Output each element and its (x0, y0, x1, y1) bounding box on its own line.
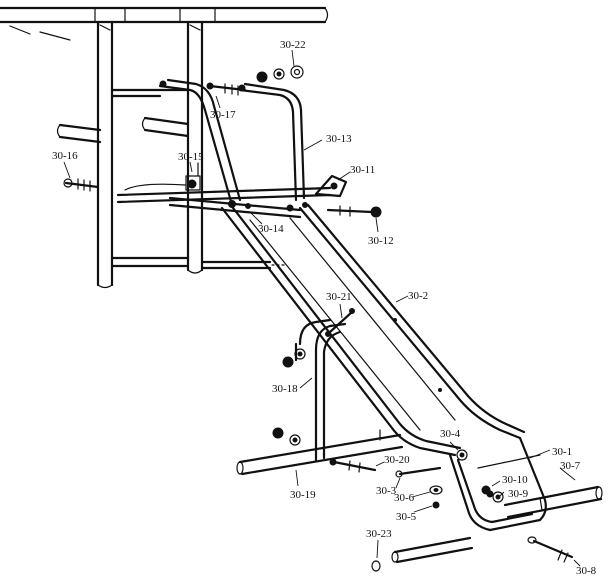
bolt-30-12 (326, 205, 382, 218)
nuts-30-19 (272, 427, 301, 446)
label-30-22: 30-22 (280, 39, 306, 51)
label-30-6: 30-6 (394, 492, 415, 504)
label-30-19: 30-19 (290, 489, 316, 501)
part-labels: 30-22 30-17 30-13 30-16 30-15 30-11 30-1… (52, 39, 597, 577)
label-30-17: 30-17 (210, 109, 236, 121)
nut-30-4 (456, 449, 468, 461)
label-30-4: 30-4 (440, 428, 461, 440)
label-30-23: 30-23 (366, 528, 392, 540)
label-30-14: 30-14 (258, 223, 284, 235)
leader-lines (63, 49, 581, 567)
lower-pipe-30-23 (371, 536, 474, 572)
label-30-15: 30-15 (178, 151, 204, 163)
bolt-30-21 (325, 308, 355, 337)
label-30-13: 30-13 (326, 133, 352, 145)
handle-bars-30-13 (158, 78, 306, 207)
bolt-30-3 (395, 466, 442, 478)
label-30-9: 30-9 (508, 488, 529, 500)
nuts-30-22 (256, 65, 304, 83)
nuts-30-18 (282, 348, 306, 368)
pipe-30-7 (503, 485, 603, 519)
label-30-7: 30-7 (560, 460, 581, 472)
label-30-11: 30-11 (350, 164, 375, 176)
bracket-30-11 (314, 174, 348, 198)
label-30-20: 30-20 (384, 454, 410, 466)
label-30-5: 30-5 (396, 511, 417, 523)
clamp-30-15 (185, 162, 201, 191)
label-30-21: 30-21 (326, 291, 352, 303)
label-30-1: 30-1 (552, 446, 572, 458)
bolt-30-16 (63, 178, 100, 192)
label-30-18: 30-18 (272, 383, 298, 395)
swing-set-frame (0, 6, 329, 289)
bolt-30-17 (206, 82, 247, 96)
slide-foot-30-1 (448, 436, 547, 532)
label-30-8: 30-8 (576, 565, 597, 577)
bolt-30-8 (527, 536, 574, 563)
nuts-30-9-30-10 (481, 485, 504, 503)
base-pipe-30-19 (236, 429, 404, 476)
label-30-2: 30-2 (408, 290, 428, 302)
label-30-12: 30-12 (368, 235, 394, 247)
label-30-10: 30-10 (502, 474, 528, 486)
support-frame-30-18 (294, 318, 347, 462)
label-30-3: 30-3 (376, 485, 397, 497)
bolt-30-20 (329, 458, 377, 473)
label-30-16: 30-16 (52, 150, 78, 162)
washer-nut-30-5-30-6 (429, 485, 443, 509)
